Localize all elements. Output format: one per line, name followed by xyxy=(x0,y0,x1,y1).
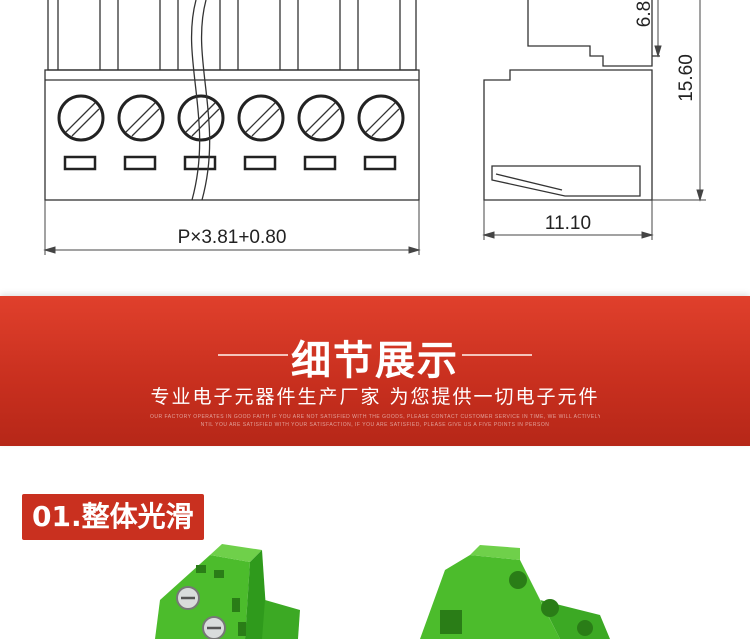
detail-banner xyxy=(0,296,750,446)
screw-right-3 xyxy=(577,620,593,636)
product-photo xyxy=(155,544,610,639)
banner-line-right xyxy=(462,354,532,356)
banner-subtitle: 专业电子元器件生产厂家 为您提供一切电子元件 xyxy=(150,386,600,408)
banner-fine-print-1: OUR FACTORY OPERATES IN GOOD FAITH IF YO… xyxy=(150,414,600,420)
top-dimension-label: 6.8 xyxy=(634,1,655,27)
screw-5 xyxy=(297,94,345,142)
screw-row xyxy=(57,94,405,142)
depth-dimension-label: 11.10 xyxy=(545,213,591,234)
terminal-block-right xyxy=(420,545,610,639)
section-label: 01.整体光滑 xyxy=(22,494,204,540)
terminal-block-left xyxy=(155,544,300,639)
pitch-dimension-label: P×3.81+0.80 xyxy=(178,227,287,248)
technical-drawing: P×3.81+0.80 11.10 15.60 6.8 xyxy=(43,0,706,255)
screw-right-2 xyxy=(541,599,559,617)
screw-4 xyxy=(237,94,285,142)
banner-line-left xyxy=(218,354,288,356)
screw-2 xyxy=(117,94,165,142)
banner-fine-print-2: NTIL YOU ARE SATISFIED WITH YOUR SATISFA… xyxy=(200,422,550,428)
banner-title: 细节展示 xyxy=(291,338,459,384)
height-dimension-label: 15.60 xyxy=(676,54,697,102)
wire-openings xyxy=(63,155,397,171)
screw-1 xyxy=(57,94,105,142)
screw-6 xyxy=(357,94,405,142)
screw-right-1 xyxy=(509,571,527,589)
screw-3 xyxy=(177,94,225,142)
